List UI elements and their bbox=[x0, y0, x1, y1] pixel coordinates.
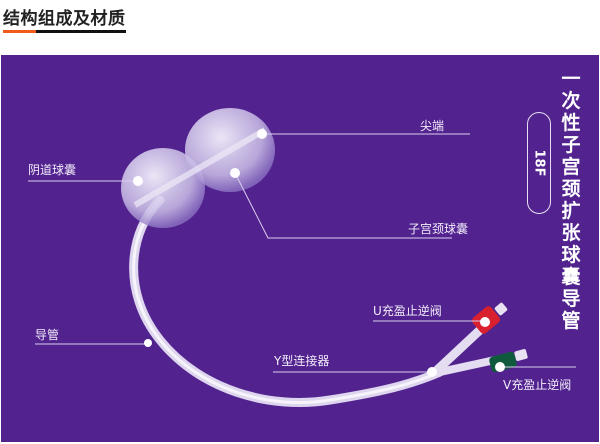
label-v-valve: V充盈止逆阀 bbox=[503, 378, 572, 392]
y-connector-marker bbox=[427, 367, 437, 377]
v-valve-marker bbox=[495, 362, 505, 372]
label-vaginal-balloon: 阴道球囊 bbox=[28, 163, 77, 177]
u-branch bbox=[430, 325, 485, 377]
tip-marker bbox=[257, 129, 267, 139]
section-title: 结构组成及材质 bbox=[3, 9, 126, 29]
product-panel bbox=[1, 55, 599, 442]
label-tip: 尖端 bbox=[420, 119, 445, 133]
label-u-valve: U充盈止逆阀 bbox=[373, 304, 442, 318]
cervical-balloon-marker bbox=[230, 168, 240, 178]
label-catheter: 导管 bbox=[35, 328, 60, 342]
product-name: 一次性子宫颈扩张球囊导管 bbox=[561, 68, 581, 332]
title-underline bbox=[36, 30, 126, 33]
label-cervical-balloon: 子宫颈球囊 bbox=[408, 222, 469, 236]
label-y-connector: Y型连接器 bbox=[274, 354, 330, 368]
v-branch bbox=[436, 356, 499, 376]
size-text: 18F bbox=[531, 149, 547, 177]
u-valve-marker bbox=[480, 317, 490, 327]
title-underline-accent bbox=[3, 30, 36, 33]
vaginal-balloon-marker bbox=[133, 176, 143, 186]
catheter-marker bbox=[144, 339, 152, 347]
size-badge: 18F bbox=[527, 112, 551, 214]
